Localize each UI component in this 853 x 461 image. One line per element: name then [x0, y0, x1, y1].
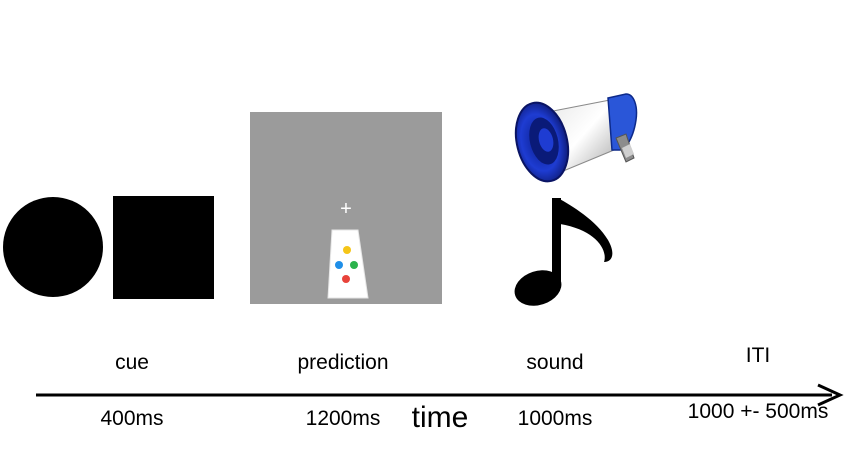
response-button-blue — [335, 261, 343, 269]
megaphone-icon — [514, 93, 638, 183]
stage-name: ITI — [745, 344, 771, 367]
cue-square-shape — [113, 196, 214, 299]
time-axis-arrow — [36, 383, 844, 407]
stage-label-prediction: prediction 1200ms — [243, 321, 443, 461]
stage-duration: 1200ms — [305, 407, 381, 430]
stage-label-iti: ITI 1000 +- 500ms — [658, 314, 853, 454]
stage-duration: 1000 +- 500ms — [687, 400, 829, 423]
response-button-yellow — [343, 246, 351, 254]
stage-duration: 400ms — [100, 407, 164, 430]
cue-circle-shape — [3, 197, 103, 297]
stage-name: sound — [526, 351, 584, 374]
stage-label-cue: cue 400ms — [32, 321, 232, 461]
stage-name: cue — [115, 351, 149, 374]
stage-label-sound: sound 1000ms — [455, 321, 655, 461]
music-note-icon — [514, 198, 613, 306]
response-button-red — [342, 275, 350, 283]
stage-name: prediction — [297, 351, 389, 374]
stage-duration: 1000ms — [517, 407, 593, 430]
time-axis-label: time — [411, 401, 469, 434]
fixation-cross: + — [340, 198, 352, 220]
response-button-green — [350, 261, 358, 269]
response-box-icon — [327, 229, 369, 299]
